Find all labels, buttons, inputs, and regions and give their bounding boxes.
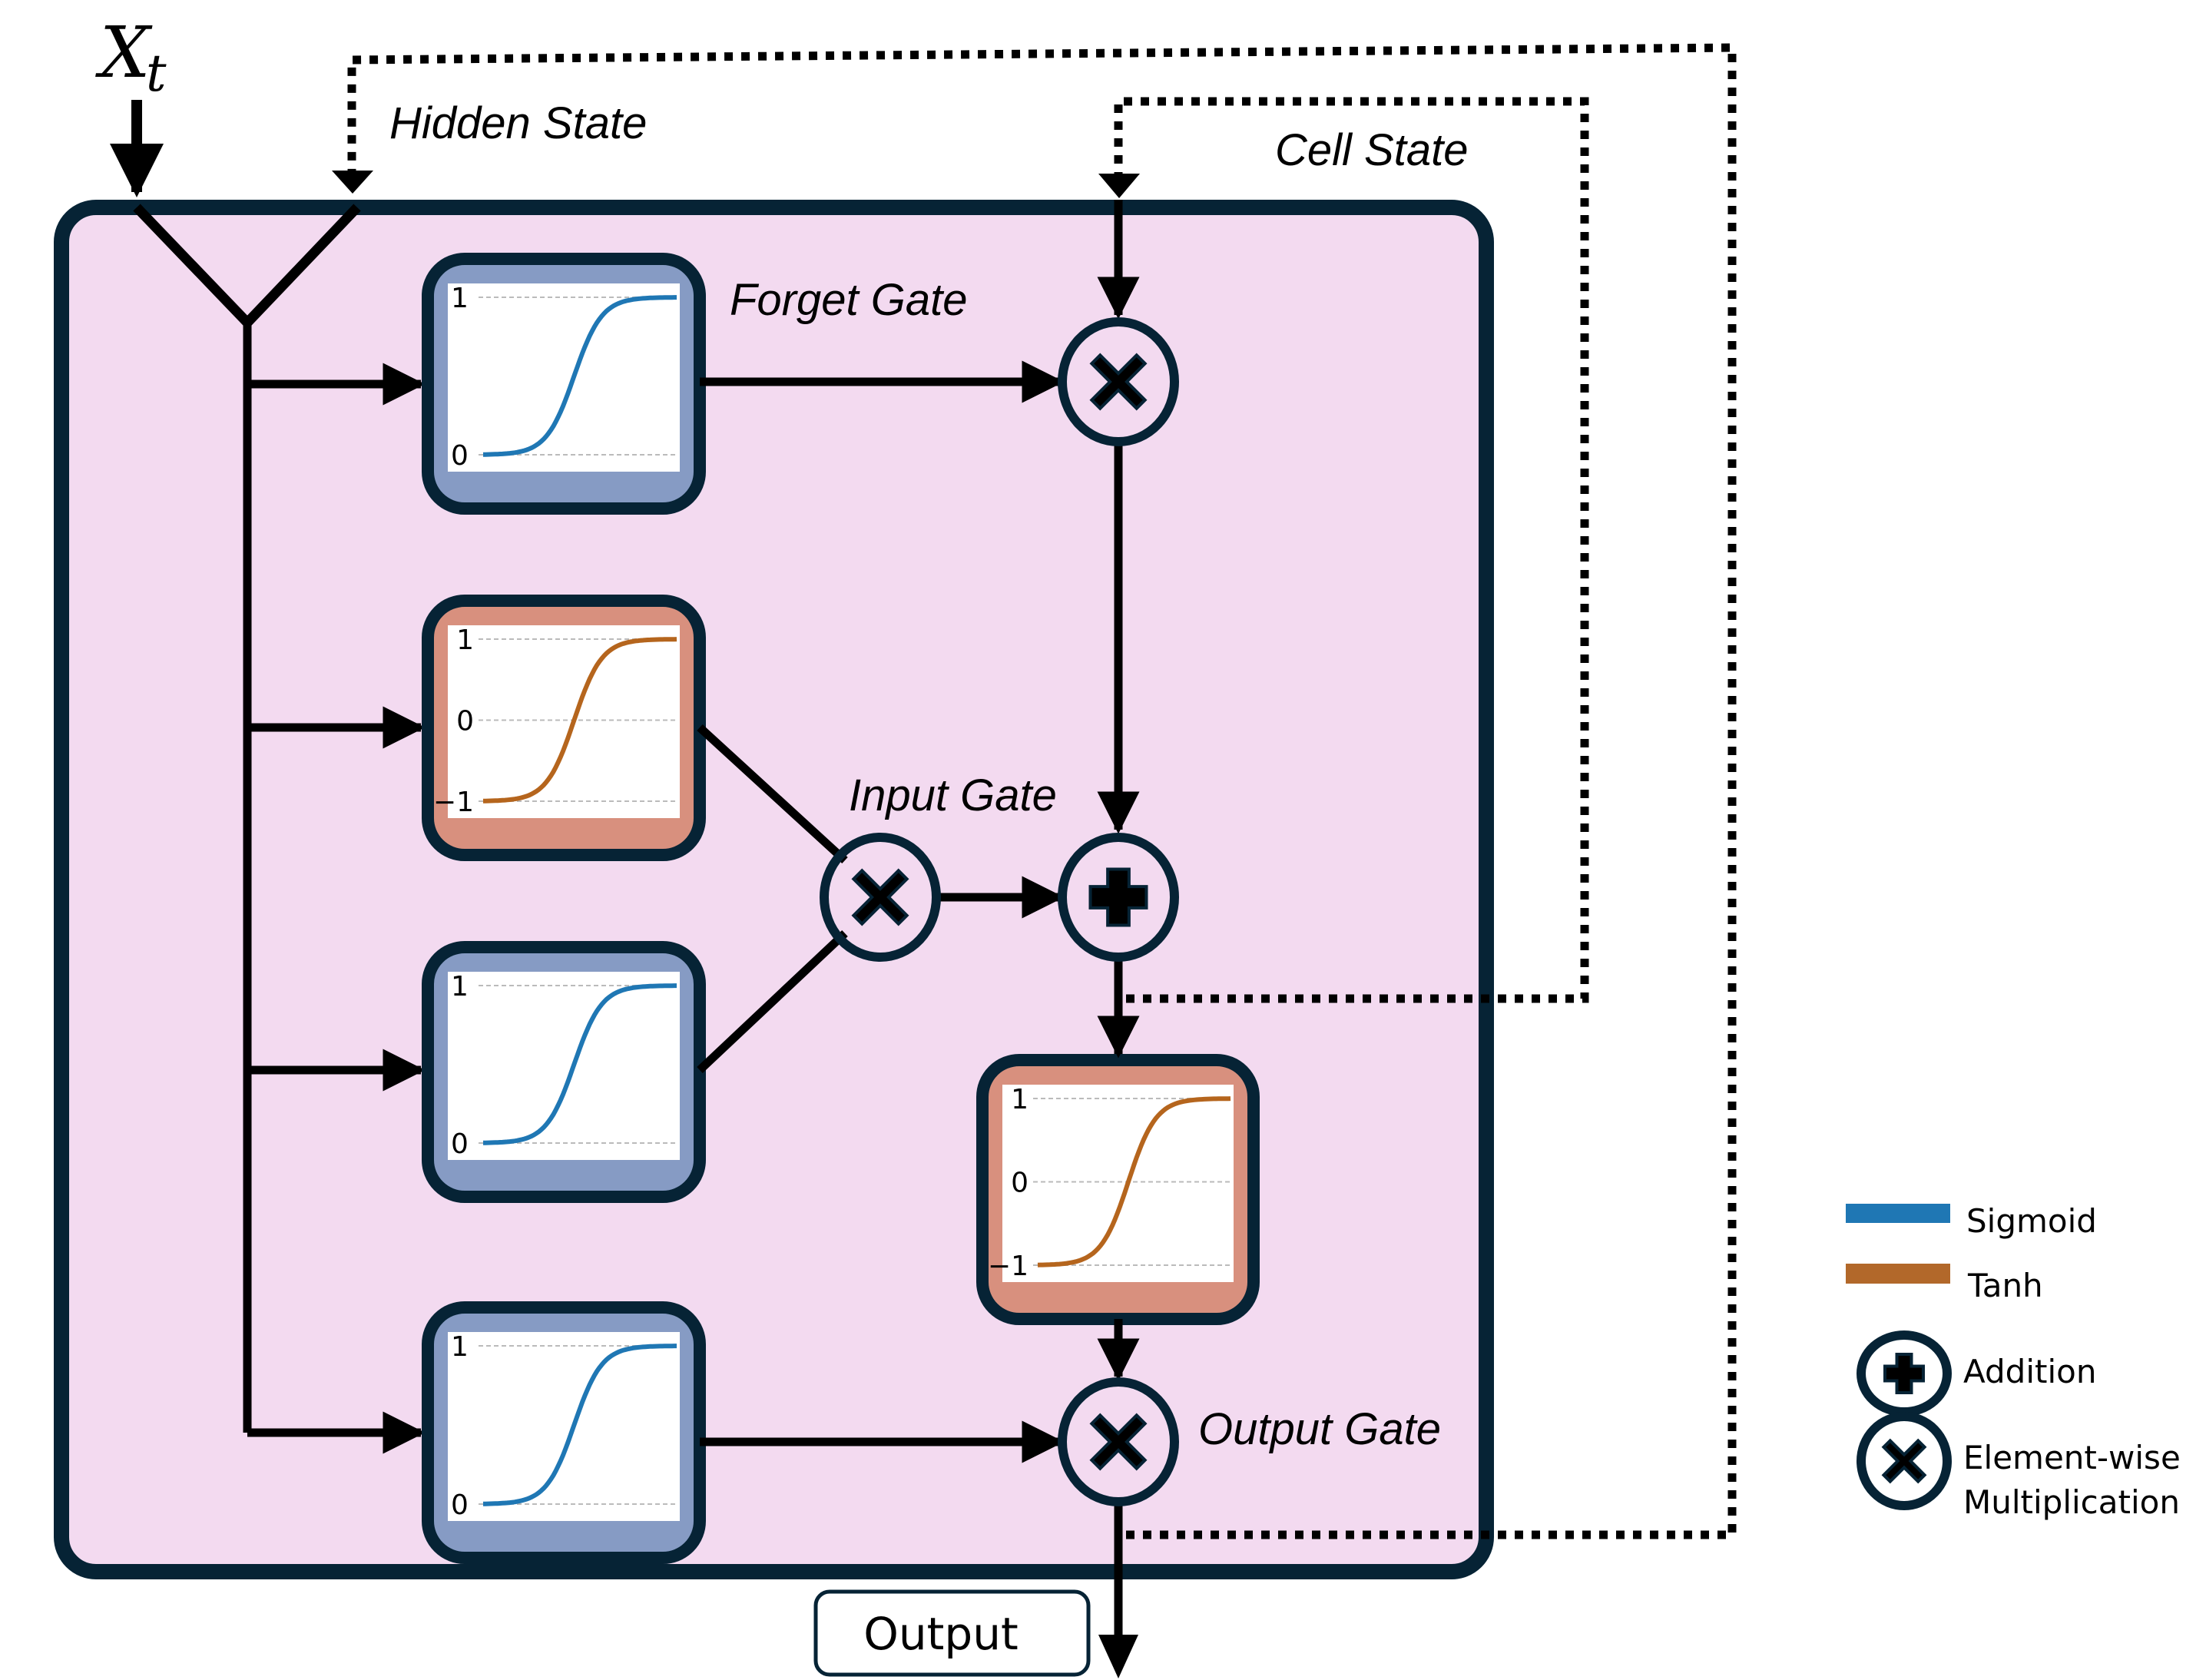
hidden-state-label: Hidden State	[389, 98, 647, 148]
output-sigmoid-tick-label: 0	[451, 1489, 469, 1521]
legend-tanh-label: Tanh	[1967, 1267, 2043, 1304]
legend-addition-icon	[1857, 1330, 1952, 1417]
cell-add-operator	[1058, 833, 1179, 962]
multiply-icon	[1089, 353, 1148, 411]
input-tanh-tick-label: 1	[456, 625, 474, 656]
output-arrowhead	[1098, 1635, 1138, 1678]
cell-tanh-curve	[1037, 1096, 1231, 1267]
plus-icon	[1883, 1353, 1925, 1394]
output-box	[813, 1589, 1091, 1677]
lstm-cell-container	[54, 200, 1494, 1579]
multiply-icon	[851, 868, 909, 926]
input-tanh-box: 1 0 −1	[422, 595, 706, 861]
legend-sigmoid-label: Sigmoid	[1966, 1202, 2097, 1240]
cell-tanh-tick-label: 1	[1011, 1084, 1028, 1115]
input-tanh-tick-label: 0	[456, 706, 474, 737]
input-sigmoid-tick-label: 1	[451, 971, 469, 1002]
output-sigmoid-plot-area	[448, 1332, 680, 1521]
legend-multiplication-icon	[1857, 1412, 1952, 1510]
legend-multiplication-label-1: Element-wise	[1963, 1439, 2181, 1476]
legend-sigmoid-swatch	[1846, 1204, 1950, 1223]
input-multiply-operator	[820, 833, 941, 962]
output-label: Output	[863, 1608, 1018, 1660]
input-gate-label: Input Gate	[849, 770, 1057, 820]
output-multiply-operator	[1058, 1377, 1179, 1506]
cell-tanh-box: 1 0 −1	[976, 1054, 1260, 1325]
output-sigmoid-box: 10	[422, 1301, 706, 1564]
hidden-state-arrowhead	[332, 171, 373, 194]
input-xt: X t	[95, 12, 167, 197]
multiply-icon	[1089, 1413, 1148, 1471]
input-sigmoid-plot-area	[448, 972, 680, 1160]
output-sigmoid-tick-label: 1	[451, 1331, 469, 1363]
legend-addition-label: Addition	[1963, 1353, 2096, 1390]
forget-sigmoid-tick-label: 0	[451, 440, 469, 472]
legend: Sigmoid Tanh Addition Element-wise Multi…	[1846, 1202, 2181, 1521]
input-tanh-tick-label: −1	[433, 787, 474, 818]
cell-state-label: Cell State	[1275, 125, 1468, 175]
sigmoid-to-input-multiply	[697, 929, 848, 1074]
cell-state-arrowhead	[1098, 174, 1140, 198]
output-sigmoid-curve	[483, 1344, 677, 1506]
legend-multiplication-label-2: Multiplication	[1963, 1483, 2180, 1521]
input-sigmoid-curve	[483, 983, 677, 1145]
input-sigmoid-box: 10	[422, 941, 706, 1203]
forget-sigmoid-tick-label: 1	[451, 283, 469, 314]
cell-tanh-tick-label: 0	[1011, 1168, 1028, 1199]
input-tanh-plot-area	[448, 625, 680, 818]
tanh-to-input-multiply	[697, 724, 848, 864]
legend-tanh-swatch	[1846, 1264, 1950, 1284]
forget-sigmoid-plot-area	[448, 283, 680, 472]
forget-sigmoid-box: 10	[422, 253, 706, 515]
input-sigmoid-tick-label: 0	[451, 1128, 469, 1160]
cell-state-loop: Cell State	[1098, 97, 1589, 1003]
cell-state-dotted-line	[1114, 97, 1589, 1003]
output-gate-label: Output Gate	[1198, 1404, 1441, 1454]
input-merge	[133, 204, 361, 1433]
hidden-state-loop: Hidden State	[332, 43, 1737, 1539]
operators	[820, 317, 1179, 1506]
xt-label: X	[95, 12, 153, 94]
multiply-icon	[1881, 1438, 1927, 1484]
cell-tanh-tick-label: −1	[988, 1251, 1028, 1282]
plus-icon	[1088, 867, 1148, 927]
cell-tanh-plot-area	[1002, 1085, 1234, 1282]
forget-sigmoid-curve	[483, 295, 677, 457]
input-tanh-curve	[483, 637, 677, 804]
forget-gate-label: Forget Gate	[730, 275, 967, 325]
forget-multiply-operator	[1058, 317, 1179, 446]
xt-subscript: t	[146, 44, 167, 103]
